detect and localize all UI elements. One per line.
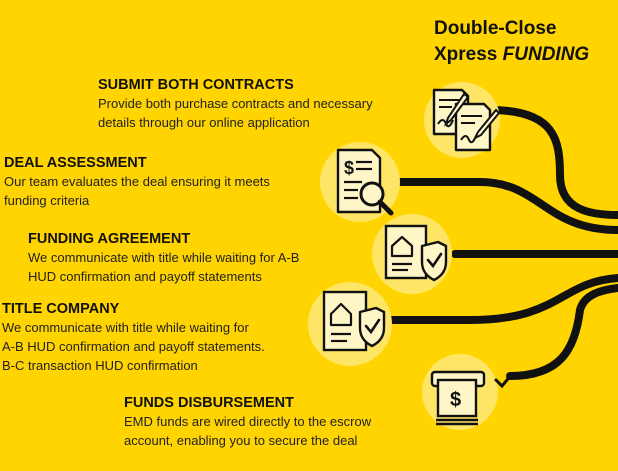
- step-description-line: details through our online application: [98, 115, 310, 130]
- step-submit-contracts: SUBMIT BOTH CONTRACTS Provide both purch…: [98, 76, 373, 132]
- step-heading: DEAL ASSESSMENT: [4, 155, 147, 171]
- step-description-line: funding criteria: [4, 193, 90, 208]
- step-description-line: account, enabling you to secure the deal: [124, 433, 358, 448]
- step-heading: FUNDING AGREEMENT: [28, 231, 191, 247]
- step-description: Provide both purchase contracts and nece…: [98, 94, 373, 132]
- svg-text:$: $: [344, 158, 354, 178]
- connector-line-5: [506, 284, 618, 380]
- step-heading: FUNDS DISBURSEMENT: [124, 395, 294, 411]
- house-shield-icon: [372, 214, 452, 294]
- step-description-line: Our team evaluates the deal ensuring it …: [4, 174, 270, 189]
- step-heading: TITLE COMPANY: [2, 301, 120, 317]
- step-deal-assessment: DEAL ASSESSMENT Our team evaluates the d…: [4, 154, 270, 210]
- step-2-icon-wrap: $: [316, 140, 406, 229]
- document-magnifier-icon: $: [320, 142, 400, 222]
- step-description-line: HUD confirmation and payoff statements: [28, 269, 262, 284]
- step-description-line: We communicate with title while waiting …: [28, 250, 300, 265]
- title-line-2-italic: FUNDING: [502, 44, 590, 65]
- step-4-icon-wrap: [304, 278, 396, 373]
- step-description: Our team evaluates the deal ensuring it …: [4, 172, 270, 210]
- title-line-1: Double-Close: [434, 18, 557, 39]
- step-description-line: We communicate with title while waiting …: [2, 320, 249, 335]
- svg-text:$: $: [450, 389, 461, 411]
- contracts-icon: [424, 82, 501, 158]
- step-description-line: EMD funds are wired directly to the escr…: [124, 414, 372, 429]
- step-3-icon-wrap: [368, 212, 458, 301]
- step-description-line: B-C transaction HUD confirmation: [2, 358, 198, 373]
- money-check-icon: $: [422, 354, 514, 430]
- step-funding-agreement: FUNDING AGREEMENT We communicate with ti…: [28, 230, 299, 286]
- step-description-line: Provide both purchase contracts and nece…: [98, 96, 373, 111]
- step-1-icon-wrap: [420, 80, 510, 165]
- step-description: We communicate with title while waiting …: [2, 318, 265, 375]
- step-description: EMD funds are wired directly to the escr…: [124, 412, 371, 450]
- step-description-line: A-B HUD confirmation and payoff statemen…: [2, 339, 265, 354]
- title-line-2-plain: Xpress: [434, 44, 503, 65]
- title-document-shield-icon: [308, 282, 392, 366]
- step-5-icon-wrap: $: [414, 350, 524, 439]
- step-funds-disbursement: FUNDS DISBURSEMENT EMD funds are wired d…: [124, 394, 371, 450]
- page-title: Double-Close Xpress FUNDING: [434, 16, 589, 68]
- title-line-2: Xpress FUNDING: [434, 42, 589, 68]
- step-description: We communicate with title while waiting …: [28, 248, 299, 286]
- step-title-company: TITLE COMPANY We communicate with title …: [2, 300, 265, 375]
- connector-line-4: [371, 274, 618, 324]
- connector-line-2: [381, 178, 618, 234]
- connector-line-1: [486, 106, 618, 219]
- step-heading: SUBMIT BOTH CONTRACTS: [98, 77, 294, 93]
